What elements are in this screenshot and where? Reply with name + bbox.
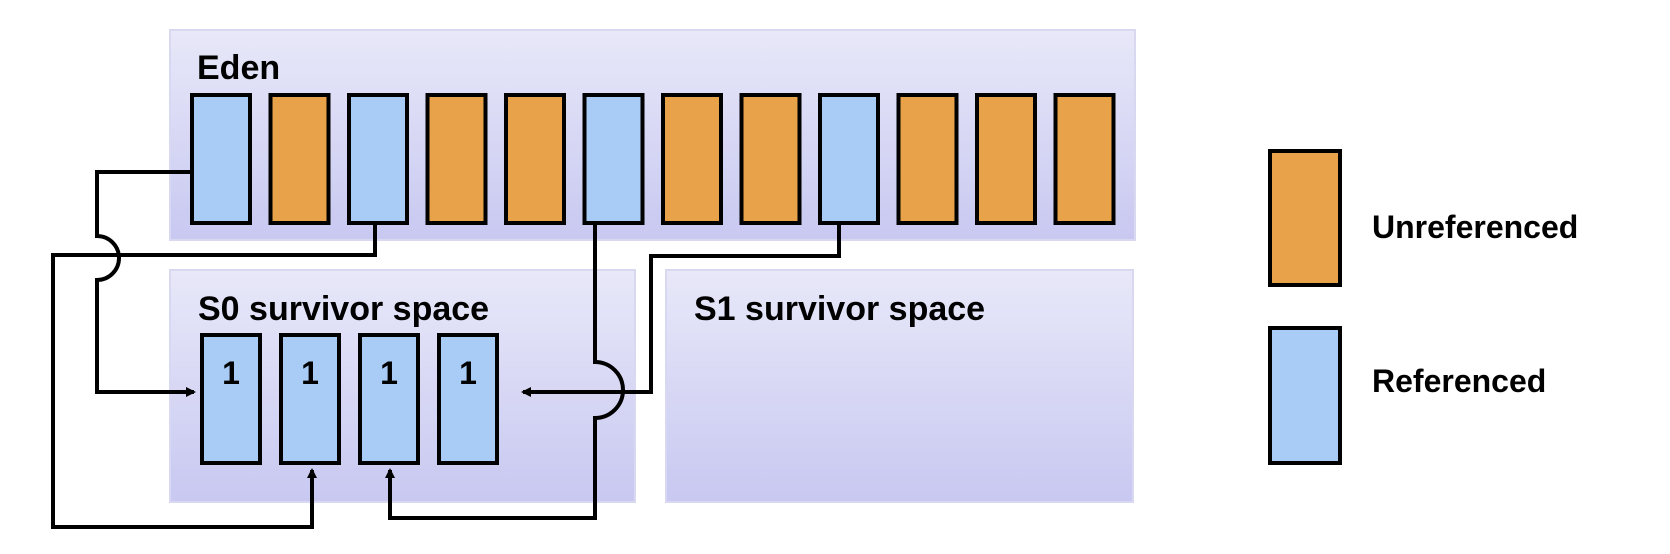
eden-region xyxy=(169,29,1136,241)
eden-object-unreferenced xyxy=(268,93,331,225)
eden-object-referenced xyxy=(582,93,645,225)
arrow-eden3-to-s0-2 xyxy=(51,223,377,529)
eden-object-unreferenced xyxy=(661,93,723,225)
copy-arrows xyxy=(51,170,841,529)
s0-object-age: 1 xyxy=(380,355,398,391)
s0-object xyxy=(279,333,341,465)
legend-unreferenced-swatch xyxy=(1268,149,1342,287)
eden-object-referenced xyxy=(818,93,880,225)
s0-object-age: 1 xyxy=(222,355,240,391)
legend-referenced-swatch xyxy=(1268,326,1342,465)
arrow-eden6-to-s0-3 xyxy=(385,223,625,520)
eden-objects xyxy=(190,93,1116,225)
s0-object xyxy=(358,333,420,465)
s0-label: S0 survivor space xyxy=(198,290,489,328)
eden-object-unreferenced xyxy=(739,93,802,225)
s1-label: S1 survivor space xyxy=(694,290,985,328)
eden-label: Eden xyxy=(197,49,280,87)
s1-region xyxy=(665,269,1134,503)
s0-objects: 1 1 1 1 xyxy=(200,333,499,465)
legend-referenced-label: Referenced xyxy=(1372,363,1546,399)
eden-object-referenced xyxy=(190,93,252,225)
s0-object-age: 1 xyxy=(459,355,477,391)
arrow-eden9-to-s0-4 xyxy=(521,223,841,397)
eden-object-unreferenced xyxy=(896,93,959,225)
eden-object-unreferenced xyxy=(975,93,1037,225)
legend-unreferenced-label: Unreferenced xyxy=(1372,209,1578,245)
s0-object-age: 1 xyxy=(301,355,319,391)
s0-object xyxy=(437,333,499,465)
arrow-eden1-to-s0-1 xyxy=(95,170,196,397)
s0-object xyxy=(200,333,262,465)
eden-object-unreferenced xyxy=(1053,93,1116,225)
eden-object-unreferenced xyxy=(425,93,488,225)
eden-object-unreferenced xyxy=(504,93,566,225)
eden-object-referenced xyxy=(347,93,409,225)
